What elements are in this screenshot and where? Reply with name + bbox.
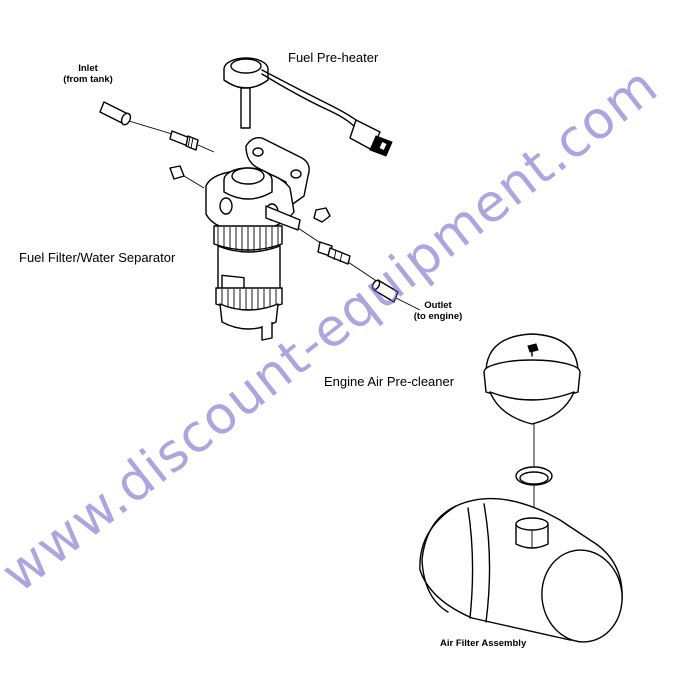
outlet-hose <box>371 279 421 311</box>
air-precleaner <box>483 333 581 468</box>
nut <box>313 207 331 223</box>
outlet-fitting <box>317 241 379 283</box>
inlet-fitting <box>169 130 215 153</box>
label-inlet-line2: (from tank) <box>63 73 113 85</box>
label-outlet-line2: (to engine) <box>413 310 463 322</box>
label-inlet: Inlet (from tank) <box>56 63 120 86</box>
label-inlet-line1: Inlet <box>78 63 98 74</box>
label-air-precleaner: Engine Air Pre-cleaner <box>324 374 455 389</box>
label-outlet: Outlet (to engine) <box>406 300 470 323</box>
fuel-filter-separator <box>205 167 301 341</box>
label-outlet-line1: Outlet <box>424 300 452 311</box>
fuel-preheater <box>223 57 393 157</box>
air-filter-assembly <box>419 497 623 643</box>
mounting-bracket <box>245 136 310 207</box>
drain-plug <box>169 165 205 189</box>
label-fuel-filter: Fuel Filter/Water Separator <box>19 250 176 265</box>
inlet-hose <box>99 101 173 135</box>
label-fuel-preheater: Fuel Pre-heater <box>288 50 379 65</box>
label-air-filter: Air Filter Assembly <box>440 638 527 649</box>
